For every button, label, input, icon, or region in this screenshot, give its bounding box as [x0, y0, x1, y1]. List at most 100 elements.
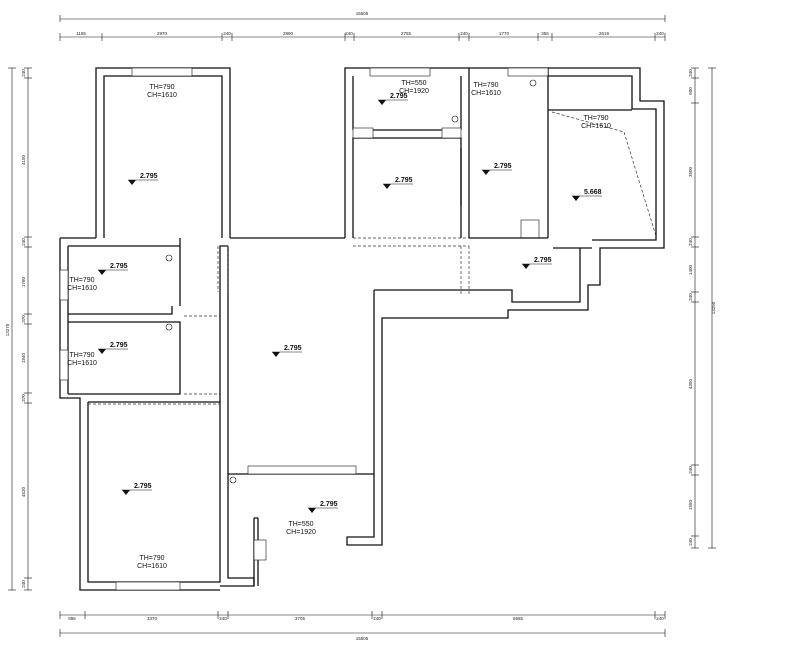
right-dim-7: 4350 [688, 378, 693, 389]
right-dim-8: 240 [688, 466, 693, 474]
window-label-ch: CH=1610 [147, 92, 177, 99]
level-marker: 2.795 [378, 93, 408, 105]
left-dim-4: 1760 [21, 276, 26, 287]
bottom-total-dimension: 15505 [356, 636, 369, 641]
level-value: 2.795 [110, 342, 128, 349]
bottom-dim-4: 3705 [295, 616, 306, 621]
left-dim-8: 4520 [21, 486, 26, 497]
window-label-th: TH=790 [149, 84, 174, 91]
top-dim-10: 2619 [599, 31, 610, 36]
level-marker: 2.795 [98, 342, 128, 354]
level-marker: 2.795 [122, 483, 152, 495]
level-marker: 2.795 [128, 173, 158, 185]
bottom-dim-3: 240 [219, 616, 227, 621]
right-dim-9: 1550 [688, 499, 693, 510]
level-markers: 2.795 2.795 2.795 2.795 5.668 2.795 2.79… [98, 93, 602, 513]
window-label-th: TH=790 [139, 555, 164, 562]
window-label-th: TH=790 [69, 277, 94, 284]
left-dimension-chain: 13270 240 4150 240 1760 370 1840 370 452… [5, 67, 32, 591]
level-value: 2.795 [140, 173, 158, 180]
window-label-ch: CH=1610 [581, 123, 611, 130]
left-dim-7: 370 [21, 394, 26, 402]
window-label-th: TH=550 [288, 521, 313, 528]
top-dim-7: 240 [460, 31, 468, 36]
drain-circle [229, 476, 237, 484]
top-dim-1: 1165 [76, 31, 86, 36]
window-label-ch: CH=1610 [67, 285, 97, 292]
level-value: 2.795 [390, 93, 408, 100]
right-dim-3: 3500 [688, 166, 693, 177]
right-dim-10: 240 [688, 538, 693, 546]
top-dim-3: 240 [223, 31, 231, 36]
window-label-th: TH=790 [69, 352, 94, 359]
level-value: 5.668 [584, 189, 602, 196]
level-value: 2.795 [134, 483, 152, 490]
left-dim-3: 240 [21, 238, 26, 246]
right-total-dimension: 13250 [711, 301, 716, 314]
drain-circle [165, 323, 173, 331]
left-total-dimension: 13270 [5, 323, 10, 336]
level-value: 2.795 [284, 345, 302, 352]
window-label-ch: CH=1920 [286, 529, 316, 536]
window-label-th: TH=790 [583, 115, 608, 122]
right-dim-4: 240 [688, 238, 693, 246]
bottom-dim-7: 240 [656, 616, 664, 621]
level-value: 2.795 [320, 501, 338, 508]
level-value: 2.795 [534, 257, 552, 264]
right-dim-1: 240 [688, 69, 693, 77]
window-bedroom-bottom-left [115, 581, 181, 591]
bottom-dim-6: 6665 [513, 616, 524, 621]
level-marker: 2.795 [383, 177, 413, 189]
level-marker: 2.795 [272, 345, 302, 357]
top-dim-8: 1770 [499, 31, 510, 36]
level-marker: 2.795 [308, 501, 338, 513]
bottom-dim-1: 896 [68, 616, 76, 621]
bottom-dimension-chain: 896 3370 240 3705 240 6665 240 15505 [59, 611, 666, 641]
window-room-left-upper [59, 269, 69, 301]
top-dim-2: 2970 [157, 31, 168, 36]
top-dim-11: 240 [656, 31, 664, 36]
window-labels: TH=790 CH=1610 TH=550 CH=1920 TH=790 CH=… [67, 80, 611, 570]
window-label-ch: CH=1610 [67, 360, 97, 367]
left-dim-5: 370 [21, 315, 26, 323]
window-room-left-lower [59, 349, 69, 381]
dashed-boundaries [88, 111, 657, 405]
right-dim-6: 240 [688, 293, 693, 301]
level-marker: 2.795 [482, 163, 512, 175]
left-dim-9: 240 [21, 580, 26, 588]
level-value: 2.795 [395, 177, 413, 184]
top-dim-5: 240 [345, 31, 353, 36]
window-label-ch: CH=1610 [137, 563, 167, 570]
window-room-top-middle [369, 67, 431, 77]
left-dim-1: 240 [21, 69, 26, 77]
walls [59, 67, 665, 591]
bottom-dim-5: 240 [373, 616, 381, 621]
window-bedroom-top-left [131, 67, 193, 77]
top-total-dimension: 15505 [356, 11, 369, 16]
drain-circle [529, 79, 537, 87]
window-label-ch: CH=1920 [399, 88, 429, 95]
top-dim-9: 356 [541, 31, 549, 36]
drain-circle [451, 115, 459, 123]
window-room-bottom-middle [253, 539, 267, 561]
fixtures [165, 79, 537, 484]
level-marker: 2.795 [522, 257, 552, 269]
level-value: 2.795 [110, 263, 128, 270]
left-dim-6: 1840 [21, 352, 26, 363]
level-marker: 5.668 [572, 189, 602, 201]
window-label-th: TH=790 [473, 82, 498, 89]
level-marker: 2.795 [98, 263, 128, 275]
top-dim-4: 2890 [283, 31, 294, 36]
window-label-ch: CH=1610 [471, 90, 501, 97]
drain-circle [165, 254, 173, 262]
right-dimension-chain: 240 600 3500 240 1400 240 4350 240 1550 … [688, 67, 716, 549]
top-dim-6: 2755 [401, 31, 412, 36]
right-dim-5: 1400 [688, 264, 693, 275]
window-label-th: TH=550 [401, 80, 426, 87]
level-value: 2.795 [494, 163, 512, 170]
top-dimension-chain: 15505 1165 2970 240 2890 240 2755 240 17… [59, 11, 666, 41]
right-dim-2: 600 [688, 87, 693, 95]
bottom-dim-2: 3370 [147, 616, 158, 621]
left-dim-2: 4150 [21, 154, 26, 165]
